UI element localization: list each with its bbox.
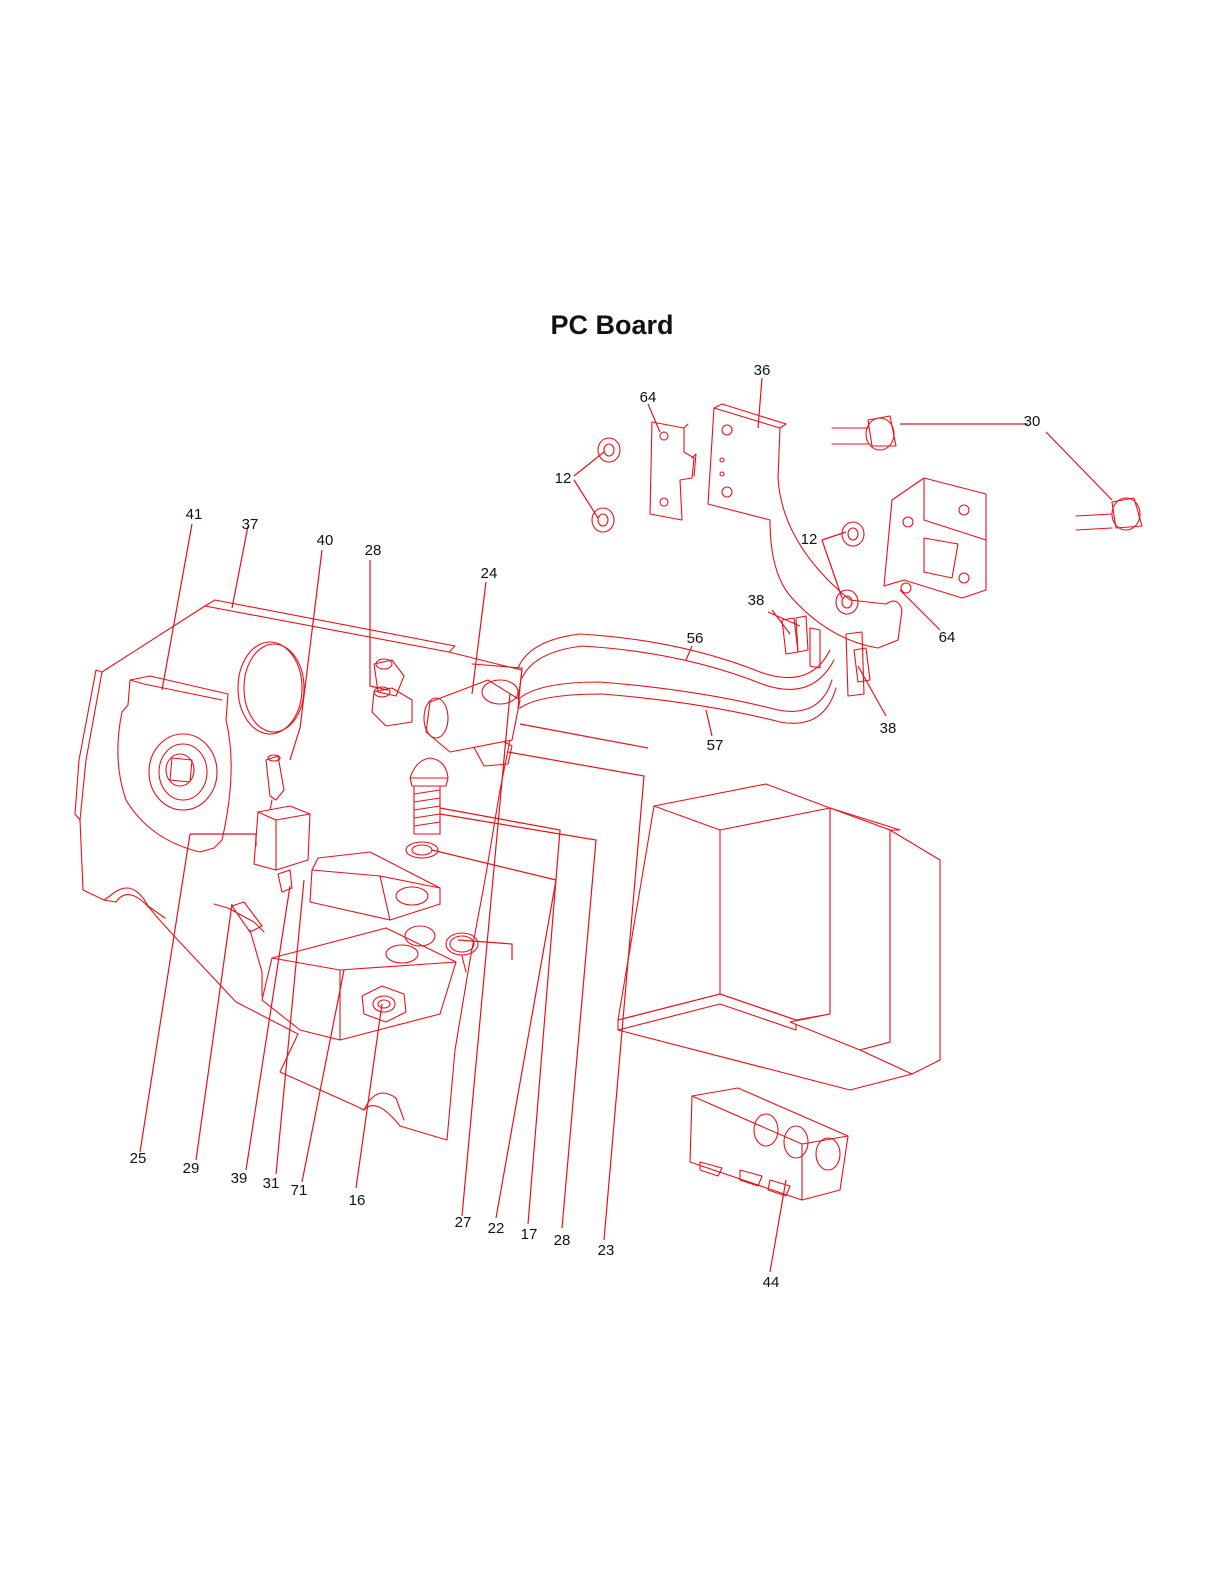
display-disk (238, 642, 304, 734)
led-lower (1076, 498, 1142, 530)
callout-27: 27 (455, 1214, 472, 1231)
callout-56: 56 (687, 630, 704, 647)
callout-31: 31 (263, 1175, 280, 1192)
callout-16: 16 (349, 1192, 366, 1209)
callout-41: 41 (186, 506, 203, 523)
callout-71: 71 (291, 1182, 308, 1199)
callout-25: 25 (130, 1150, 147, 1167)
callout-64-right: 64 (939, 629, 956, 646)
callout-38-upper: 38 (748, 592, 765, 609)
terminal-strip (690, 1088, 848, 1200)
clip-right (884, 478, 986, 598)
terminal-block (310, 852, 440, 920)
callout-39: 39 (231, 1170, 248, 1187)
callout-12-left: 12 (555, 470, 572, 487)
callout-36: 36 (754, 362, 771, 379)
callout-24: 24 (481, 565, 498, 582)
callout-22: 22 (488, 1220, 505, 1237)
callout-44: 44 (763, 1274, 780, 1291)
cylinder-component (424, 664, 522, 752)
callout-23: 23 (598, 1242, 615, 1259)
callout-57: 57 (707, 737, 724, 754)
callout-37: 37 (242, 516, 259, 533)
callout-38-lower: 38 (880, 720, 897, 737)
callout-30: 30 (1024, 413, 1041, 430)
callout-64-upper: 64 (640, 389, 657, 406)
callout-28-lower: 28 (554, 1232, 571, 1249)
callout-28-upper: 28 (365, 542, 382, 559)
cable-57 (520, 680, 836, 723)
clip-upper (650, 422, 696, 520)
cable-56 (518, 634, 834, 689)
upper-bracket (708, 404, 902, 648)
led-upper (832, 416, 896, 450)
callout-29: 29 (183, 1160, 200, 1177)
callout-17: 17 (521, 1226, 538, 1243)
callout-40: 40 (317, 532, 334, 549)
relay-block (254, 806, 310, 892)
rotary-selector (118, 676, 231, 852)
pc-board-outline (75, 600, 522, 1140)
callout-12-right: 12 (801, 531, 818, 548)
small-diode (266, 755, 284, 810)
transformer-box (618, 784, 940, 1090)
